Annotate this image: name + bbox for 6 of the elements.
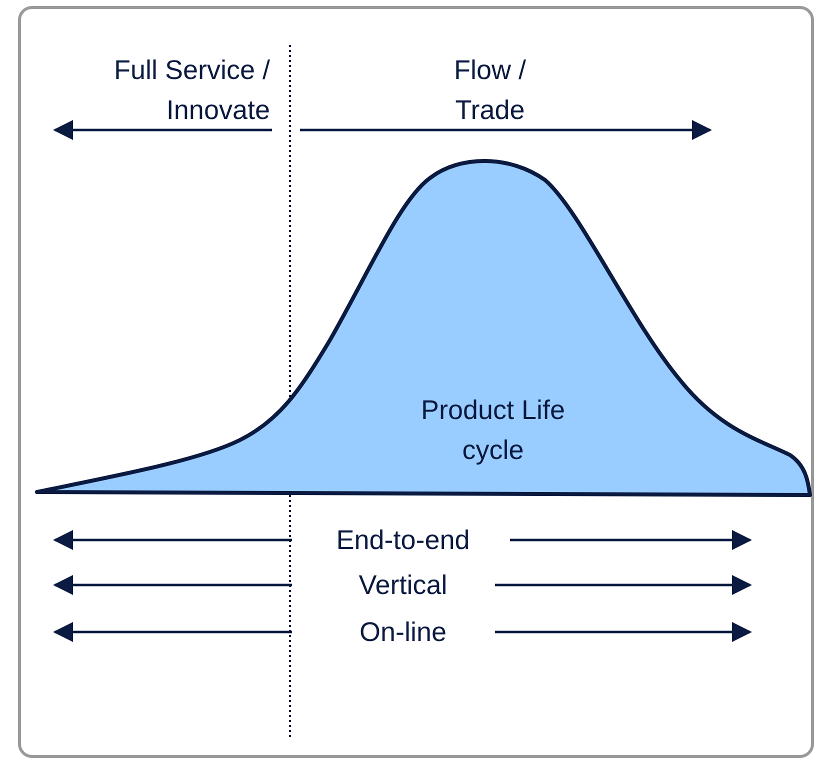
span-label: On-line: [358, 616, 448, 648]
span-label: Vertical: [358, 569, 448, 601]
strategy-label: Full Service / Innovate: [112, 54, 270, 127]
strategy-label: Flow / Trade: [452, 54, 527, 127]
span-label: End-to-end: [335, 524, 471, 556]
curve-label: Product Life cycle: [420, 394, 566, 467]
